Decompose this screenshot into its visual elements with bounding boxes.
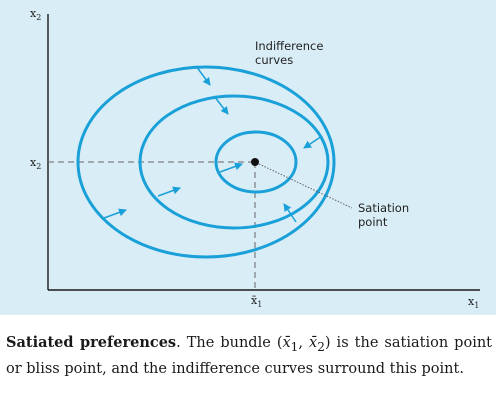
figure-caption: Satiated preferences. The bundle (x̄1, x…: [6, 332, 492, 380]
math-sub-2: 2: [317, 339, 325, 354]
satiation-pointer-line: [258, 163, 353, 209]
preference-arrow: [283, 203, 297, 223]
x2-tick-label: x2: [30, 156, 41, 171]
math-x-bar-2: x̄: [309, 335, 318, 351]
preference-arrow: [195, 65, 211, 86]
indifference-curve-inner: [214, 130, 298, 194]
indifference-curves-label-line2: curves: [255, 53, 293, 67]
preference-arrow: [157, 186, 181, 197]
math-x-bar-1: x̄: [282, 335, 291, 351]
math-sub-1: 1: [290, 339, 299, 354]
satiation-point-label-line1: Satiation: [358, 201, 409, 215]
x-bar1-tick-label: x̄1: [251, 294, 262, 309]
x-axis-label: x1: [468, 295, 479, 310]
indifference-curve-outer: [76, 65, 336, 259]
satiation-point-dot: [251, 158, 259, 166]
satiation-point-label-line2: point: [358, 215, 388, 229]
preference-arrow: [303, 135, 323, 149]
preference-arrow: [213, 95, 229, 115]
figure-panel: x2 x1 x̄1 x2 Indifference curves Satiati…: [0, 0, 496, 315]
caption-text-lead: . The bundle (: [176, 335, 283, 351]
indifference-curve-middle: [138, 94, 330, 230]
y-axis-label: x2: [30, 7, 41, 22]
indifference-curves-label-line1: Indifference: [255, 39, 323, 53]
math-separator: ,: [298, 335, 309, 351]
caption-text-rest: ) is the satiation point or bliss point,…: [6, 335, 492, 377]
preference-arrow: [103, 208, 127, 219]
caption-title: Satiated preferences: [6, 334, 177, 351]
preference-arrow: [219, 162, 243, 173]
satiated-preferences-diagram: x2 x1 x̄1 x2 Indifference curves Satiati…: [30, 7, 480, 310]
